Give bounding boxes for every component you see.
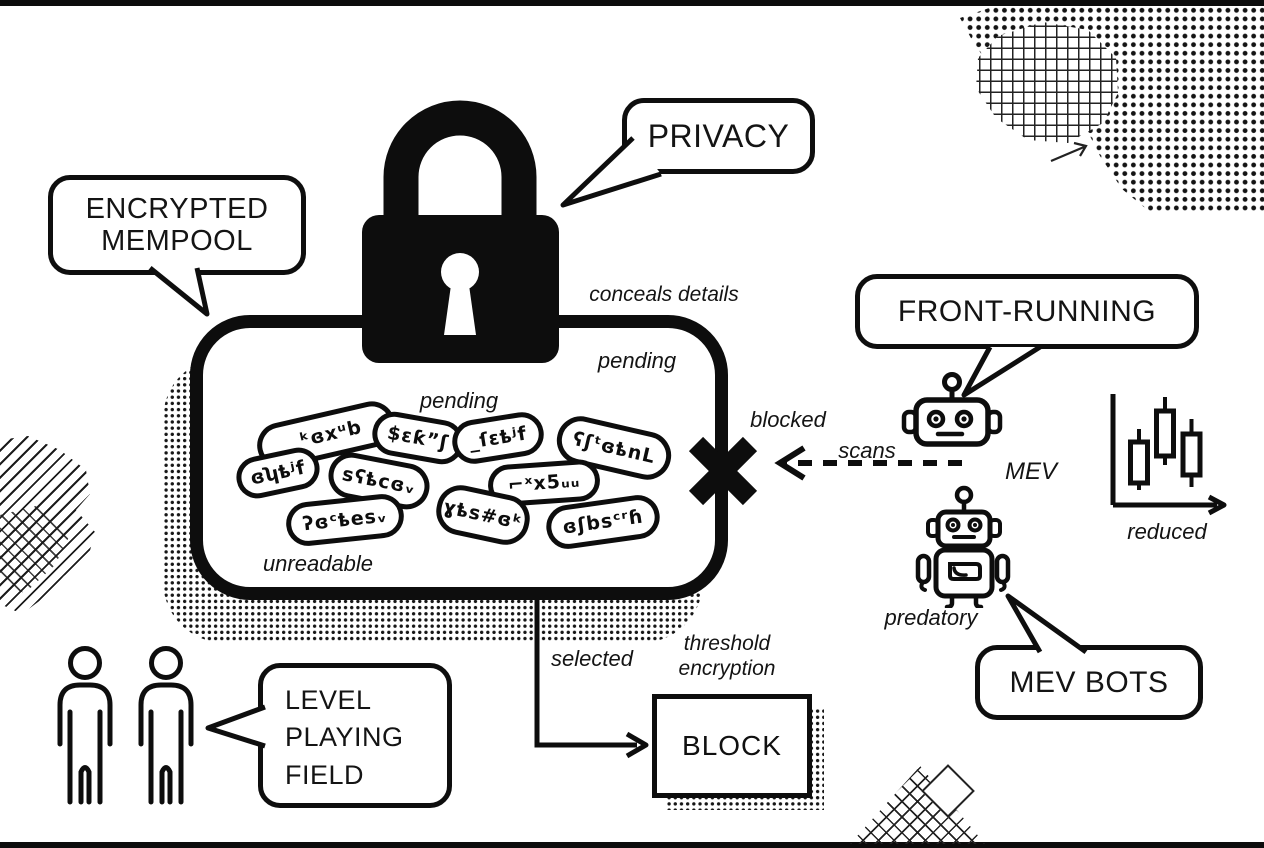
blocked-label: blocked: [750, 407, 826, 432]
selected-label: selected: [551, 646, 633, 671]
front-running-bubble: FRONT-RUNNING: [855, 274, 1199, 349]
candlestick-chart-icon: [1110, 394, 1227, 516]
person-icon: [138, 646, 194, 805]
top-border-bar: [0, 0, 1264, 6]
selected-arrow: [534, 598, 649, 759]
mev-bots-bubble-tail: [1005, 593, 1088, 655]
level-line1: LEVEL: [285, 685, 372, 715]
level-line3: FIELD: [285, 759, 365, 790]
diamond-grid-decoration: [850, 766, 985, 844]
encrypted-mempool-bubble-tail: [148, 266, 210, 317]
bottom-border-bar: [0, 842, 1264, 848]
encrypted-mempool-bubble: ENCRYPTED MEMPOOL: [48, 175, 306, 275]
front-running-label: FRONT-RUNNING: [897, 294, 1157, 328]
conceals-details-label: conceals details: [589, 283, 739, 306]
reduced-label: reduced: [1127, 519, 1207, 544]
mev-bots-bubble: MEV BOTS: [975, 645, 1203, 720]
threshold-encryption-label-line2: encryption: [678, 657, 776, 680]
padlock-icon: [362, 100, 559, 363]
front-running-robot-icon: [901, 372, 1003, 447]
pending-label-left: pending: [419, 388, 499, 413]
level-playing-field-bubble-tail: [205, 704, 266, 749]
grid-blob-decoration: [976, 22, 1118, 143]
encrypted-mempool-line2: MEMPOOL: [101, 225, 253, 257]
mev-bot-robot-icon: [915, 485, 1011, 608]
front-running-bubble-tail: [961, 344, 1042, 398]
privacy-bubble: PRIVACY: [622, 98, 815, 174]
person-icon: [57, 646, 113, 805]
mev-label: MEV: [1004, 458, 1058, 485]
small-arrow-icon: [1050, 141, 1088, 163]
threshold-encryption-label-line1: threshold: [683, 632, 771, 655]
block-label: BLOCK: [682, 730, 782, 761]
privacy-label: PRIVACY: [647, 117, 790, 154]
predatory-label: predatory: [884, 605, 978, 630]
scans-arrow: [774, 445, 962, 481]
blocked-x-icon: [688, 436, 758, 506]
level-line2: PLAYING: [285, 722, 404, 753]
unreadable-label: unreadable: [262, 551, 374, 576]
level-playing-field-bubble: LEVEL PLAYING FIELD: [258, 663, 452, 808]
block-box: BLOCK: [652, 694, 812, 798]
encrypted-mempool-line1: ENCRYPTED: [85, 192, 269, 225]
mev-bots-label: MEV BOTS: [1009, 665, 1169, 699]
scans-label: scans: [838, 438, 896, 463]
pending-label-right: pending: [597, 348, 677, 373]
privacy-bubble-tail: [560, 136, 662, 208]
